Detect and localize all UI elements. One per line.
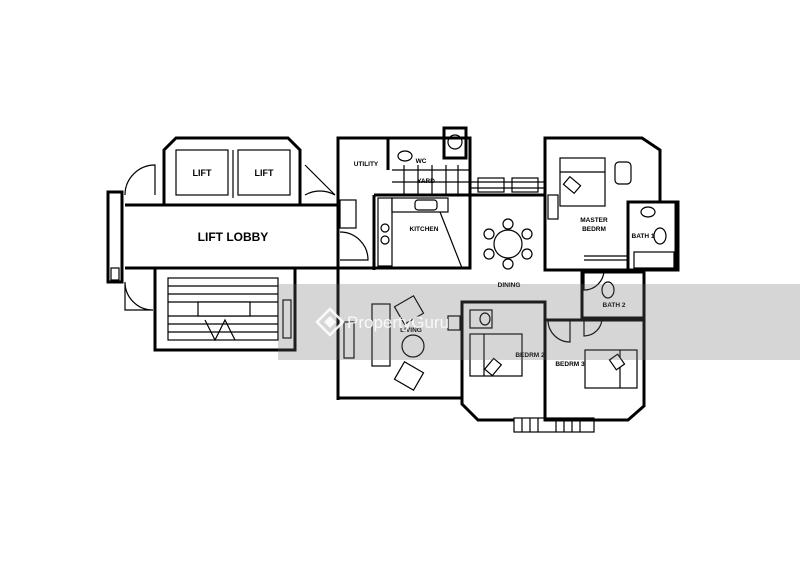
lift-right-label: LIFT <box>255 168 274 178</box>
dining-area <box>470 177 545 270</box>
yard-label: YARD <box>417 178 435 185</box>
master-bedroom-area <box>543 136 680 291</box>
lift-left-label: LIFT <box>193 168 212 178</box>
propertyguru-logo-icon <box>315 307 345 337</box>
staircase <box>153 266 297 352</box>
lift-core <box>162 136 302 207</box>
bath-2-label: BATH 2 <box>603 302 626 309</box>
watermark-brand-text: PropertyGuru <box>347 313 449 332</box>
master-bedroom-label-line1: MASTER <box>580 217 608 224</box>
living-label: LIVING <box>400 327 422 334</box>
lift-lobby-label: LIFT LOBBY <box>198 230 269 244</box>
master-bedroom-label-line2: BEDRM <box>582 226 606 233</box>
service-area <box>336 126 472 270</box>
bath-1-label: BATH 1 <box>632 233 655 240</box>
bedroom-3-label: BEDRM 3 <box>555 361 585 368</box>
yard-tiles <box>392 165 470 195</box>
bedroom-3-area <box>543 318 646 422</box>
bedroom-2-area <box>460 300 595 433</box>
watermark: PropertyGuru <box>278 284 800 360</box>
watermark-band <box>278 284 800 360</box>
kitchen-label: KITCHEN <box>410 226 439 233</box>
wc-label: WC <box>416 158 427 165</box>
utility-label: UTILITY <box>354 161 379 168</box>
dining-label: DINING <box>498 282 521 289</box>
bedroom-2-label: BEDRM 2 <box>515 352 545 359</box>
